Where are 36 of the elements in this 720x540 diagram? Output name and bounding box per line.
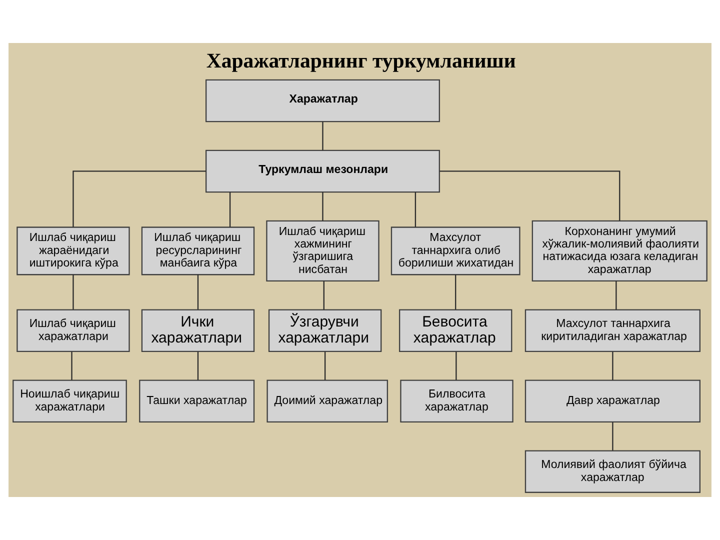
connector: [323, 281, 324, 310]
connector: [71, 352, 72, 380]
node-box: Билвосита харажатлар: [400, 380, 514, 422]
connector: [229, 192, 231, 228]
connector: [414, 192, 416, 228]
connector: [197, 352, 199, 380]
node-box: Ишлаб чиқариш ресурсларининг манбаига кўра: [141, 226, 255, 276]
connector: [616, 281, 617, 310]
connector: [322, 122, 324, 150]
node-box: Молиявий фаолият бўйича харажатлар: [524, 450, 700, 493]
connector: [612, 352, 614, 380]
diagram-title: Харажатларнинг туркумланиши: [206, 50, 516, 73]
connector: [197, 274, 199, 310]
node-box: Ишлаб чиқариш жараёнидаги иштирокига кўра: [16, 226, 130, 276]
node-box: Ишлаб чиқариш харажатлари: [16, 309, 130, 352]
connector: [322, 192, 324, 221]
node-box: Харажатлар: [205, 79, 440, 122]
node-box: Туркумлаш мезонлари: [205, 150, 440, 193]
connector: [72, 170, 206, 228]
node-box: Ноишлаб чиқариш харажатлари: [12, 380, 127, 422]
node-box: Ташки харажатлар: [139, 380, 255, 422]
node-box: Махсулот таннархига олиб борилиши жихатидан: [390, 226, 520, 276]
connector: [456, 352, 457, 380]
node-box: Ишлаб чиқариш хажмининг ўзгаришига нисбатан: [266, 220, 380, 282]
node-box: Доимий харажатлар: [266, 380, 388, 422]
connector: [440, 170, 620, 221]
connector: [612, 422, 614, 450]
node-box: Корхонанинг умумий хўжалик-молиявий фаолияти натижасида юзага келадиган харажатлар: [532, 220, 708, 282]
connector: [72, 274, 74, 310]
connector: [324, 352, 326, 380]
node-box: Ички харажатлари: [141, 309, 255, 352]
node-box: Давр харажатлар: [524, 380, 700, 422]
node-box: Бевосита харажатлар: [398, 309, 512, 352]
node-box: Ўзгарувчи харажатлари: [268, 309, 382, 352]
node-box: Махсулот таннархига киритиладиган харажатлар: [524, 309, 700, 352]
connector: [455, 274, 456, 310]
